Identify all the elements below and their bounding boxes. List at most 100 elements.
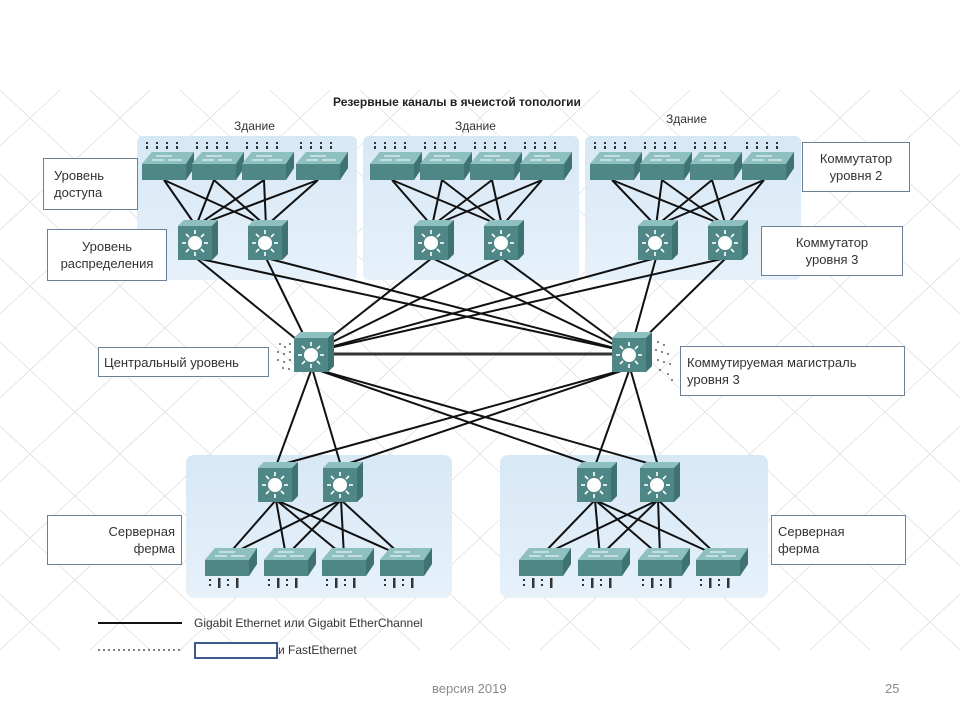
server-distribution-switch-3[interactable]: [576, 461, 618, 503]
server-access-link: [594, 499, 719, 557]
server-access-switch-icon: [695, 547, 749, 577]
access-uplink: [655, 179, 663, 227]
server-farm-zone-right: [500, 455, 768, 598]
access-uplink: [431, 179, 543, 227]
server-farm-label-left-line2: ферма: [133, 541, 175, 556]
server-access-link: [594, 499, 661, 557]
distribution-switch-2[interactable]: [247, 219, 289, 261]
access-switch-icon: [419, 151, 473, 181]
server-access-switch-icon: [204, 547, 258, 577]
server-access-link: [285, 499, 342, 557]
distribution-core-link: [311, 257, 727, 353]
server-distribution-switch-icon: [576, 461, 618, 503]
footer-version: версия 2019: [432, 681, 507, 696]
access-switch-icon: [241, 151, 295, 181]
server-distribution-switch-icon: [639, 461, 681, 503]
distribution-core-link: [311, 257, 503, 353]
access-layer-label-line2: доступа: [54, 185, 103, 200]
layer3-switch-label-line2: уровня 3: [805, 252, 859, 267]
server-access-switch-icon: [637, 547, 691, 577]
access-uplink: [711, 179, 727, 227]
core-left-stub-ports: [277, 343, 291, 370]
server-distribution-switch-1[interactable]: [257, 461, 299, 503]
core-right-stub-ports: [655, 341, 673, 381]
access-uplink: [431, 179, 493, 227]
access-switch-icon: [141, 151, 195, 181]
distribution-layer-label: Уровень распределения: [47, 229, 167, 281]
access-switch-icon: [741, 151, 795, 181]
server-access-link: [275, 499, 403, 557]
distribution-switch-3[interactable]: [413, 219, 455, 261]
core-server-link: [311, 367, 596, 467]
distribution-switch-4[interactable]: [483, 219, 525, 261]
core-server-link: [629, 367, 659, 467]
server-access-switch-icon: [518, 547, 572, 577]
grid-line: [809, 509, 960, 651]
server-distribution-switch-4[interactable]: [639, 461, 681, 503]
distribution-core-link: [311, 257, 657, 353]
server-farm-zone-left: [186, 455, 452, 598]
server-farm-label-right: Серверная ферма: [771, 515, 906, 565]
access-uplink: [611, 179, 727, 227]
access-uplink: [195, 179, 215, 227]
server-access-link: [594, 499, 601, 557]
server-access-link: [340, 499, 403, 557]
core-switch-icon: [293, 331, 335, 373]
distribution-core-link: [265, 257, 631, 353]
core-layer-label: Центральный уровень: [98, 347, 269, 377]
access-switch-icon: [469, 151, 523, 181]
server-access-link: [226, 499, 277, 557]
distribution-core-link: [501, 257, 631, 353]
access-switch-icon: [369, 151, 423, 181]
access-uplink: [611, 179, 657, 227]
distribution-switch-icon: [707, 219, 749, 261]
server-distribution-switch-icon: [322, 461, 364, 503]
access-switch-icon: [519, 151, 573, 181]
legend-solid-label: Gigabit Ethernet или Gigabit EtherChanne…: [194, 616, 423, 630]
access-uplink: [263, 179, 267, 227]
access-uplink: [501, 179, 543, 227]
access-layer-label-line1: Уровень: [54, 168, 105, 183]
distribution-switch-icon: [413, 219, 455, 261]
server-access-switch-icon: [379, 547, 433, 577]
access-uplink: [163, 179, 197, 227]
server-farm-label-left: Серверная ферма: [47, 515, 182, 565]
access-layer-label: Уровень доступа: [43, 158, 138, 210]
access-uplink: [163, 179, 267, 227]
access-uplink: [431, 179, 443, 227]
server-access-link: [275, 499, 287, 557]
layer2-switch-label-line2: уровня 2: [829, 168, 883, 183]
server-access-link: [540, 499, 596, 557]
core-switch-2[interactable]: [611, 331, 653, 373]
grid-line: [809, 89, 960, 231]
distribution-core-link: [195, 257, 313, 353]
layer2-switch-label-line1: Коммутатор: [819, 151, 893, 166]
distribution-switch-6[interactable]: [707, 219, 749, 261]
distribution-layer-label-line2: распределения: [60, 256, 154, 271]
layer3-backbone-label-line1: Коммутируемая магистраль: [687, 355, 857, 370]
access-uplink: [655, 179, 765, 227]
distribution-core-link: [195, 257, 631, 353]
distribution-switch-1[interactable]: [177, 219, 219, 261]
layer3-switch-label: Коммутатор уровня 3: [761, 226, 903, 276]
distribution-switch-5[interactable]: [637, 219, 679, 261]
access-uplink: [265, 179, 319, 227]
access-switch-icon: [191, 151, 245, 181]
core-server-link: [311, 367, 659, 467]
layer3-backbone-label-line2: уровня 3: [687, 372, 740, 387]
access-switch-icon: [639, 151, 693, 181]
layer3-switch-label-line1: Коммутатор: [795, 235, 869, 250]
core-switch-1[interactable]: [293, 331, 335, 373]
access-uplink: [655, 179, 713, 227]
server-access-switch-icon: [577, 547, 631, 577]
distribution-switch-icon: [483, 219, 525, 261]
access-switch-icon: [589, 151, 643, 181]
server-farm-label-left-line1: Серверная: [108, 524, 175, 539]
distribution-switch-icon: [637, 219, 679, 261]
server-access-link: [657, 499, 661, 557]
server-distribution-switch-2[interactable]: [322, 461, 364, 503]
access-uplink: [491, 179, 503, 227]
legend-overlay-box: [194, 642, 278, 659]
building-label-1: Здание: [234, 119, 275, 133]
